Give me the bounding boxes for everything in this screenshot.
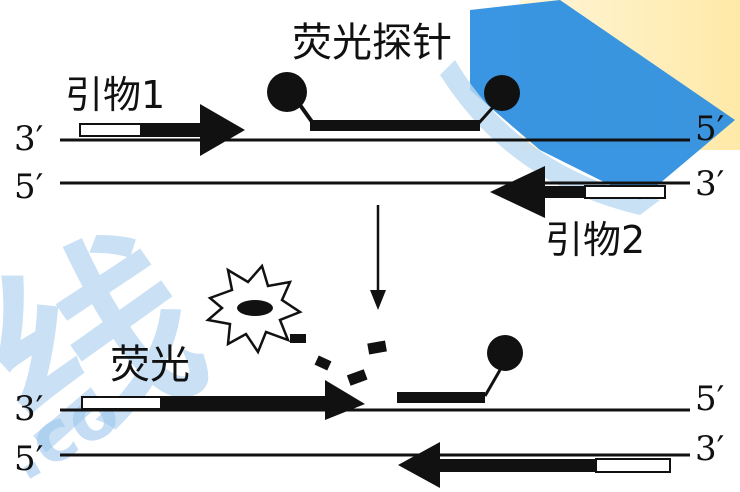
primer2-arrow <box>490 166 666 218</box>
primer2-arrow-bottom <box>398 442 671 488</box>
primer1-arrow <box>79 104 245 156</box>
fluorescence-burst-icon <box>205 263 303 355</box>
end-label-top-left-5: 5′ <box>14 167 43 207</box>
top-panel: 荧光探针 引物1 引物2 3′ 5′ 5′ 3′ <box>14 20 724 262</box>
end-label-bottom-left-5: 5′ <box>14 439 43 479</box>
end-label-bottom-right-3: 3′ <box>695 429 724 469</box>
end-label-top-right-3: 3′ <box>695 164 724 204</box>
process-arrow <box>370 205 386 310</box>
primer2-label: 引物2 <box>545 218 645 262</box>
probe-remnant <box>397 335 523 403</box>
reporter-dot-top <box>267 72 307 112</box>
primer1-label: 引物1 <box>65 73 165 117</box>
end-label-top-right-5: 5′ <box>695 109 724 149</box>
watermark-blue-chevron <box>470 0 735 200</box>
extended-primer1 <box>81 380 365 420</box>
end-label-bottom-left-3: 3′ <box>14 389 43 429</box>
end-label-top-left-3: 3′ <box>14 119 43 159</box>
probe <box>267 72 520 131</box>
quencher-dot-top <box>484 75 520 111</box>
bottom-panel: 荧光 3′ 5′ 5′ 3′ <box>14 263 724 488</box>
fluorescence-label: 荧光 <box>110 342 190 388</box>
watermark-light-arc <box>440 60 660 215</box>
quencher-dot-bottom <box>487 335 523 371</box>
probe-label: 荧光探针 <box>292 20 452 66</box>
probe-fragments <box>290 334 387 386</box>
end-label-bottom-right-5: 5′ <box>695 379 724 419</box>
